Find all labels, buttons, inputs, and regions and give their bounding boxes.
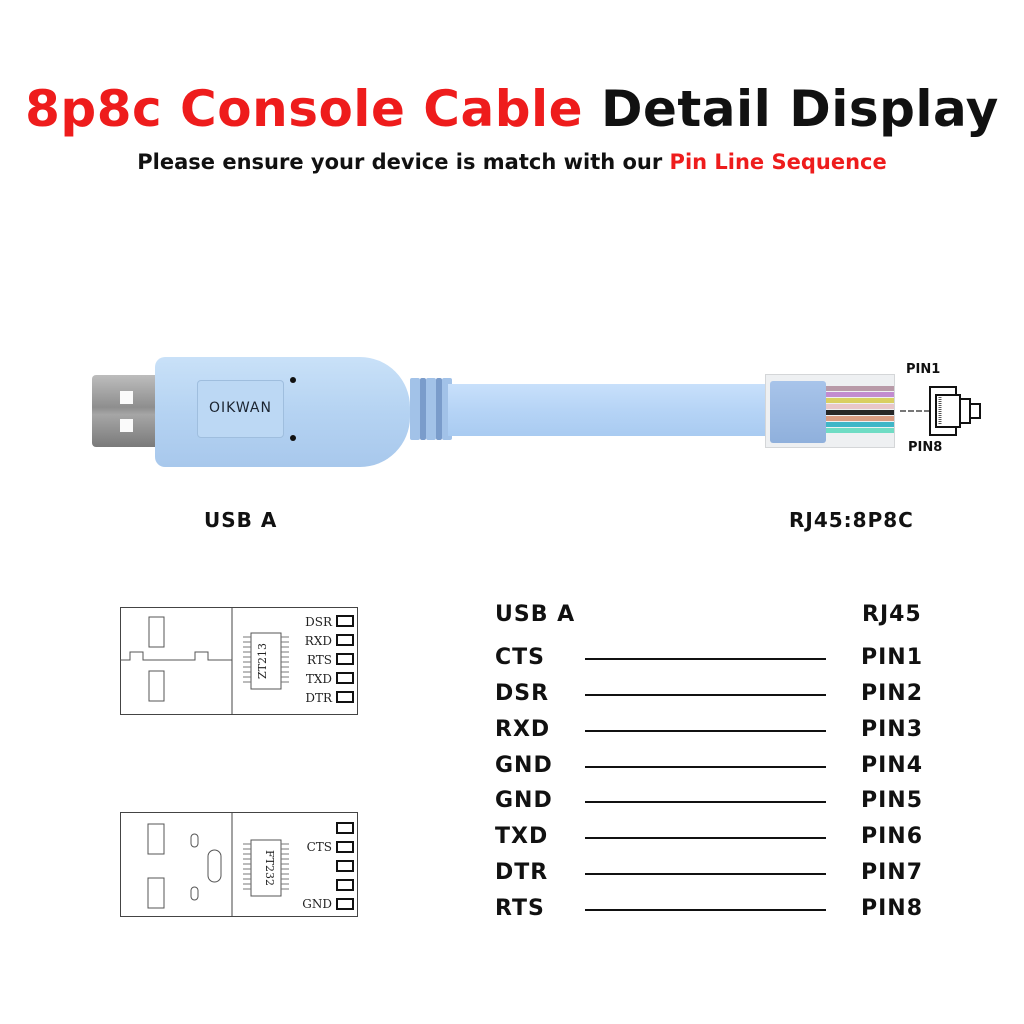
connection-line bbox=[585, 694, 826, 696]
rj45-pin: PIN3 bbox=[861, 717, 924, 742]
pinout-row: TXD PIN6 bbox=[0, 824, 1024, 854]
strain-relief-ring bbox=[442, 378, 452, 440]
pinout-row: DTR PIN7 bbox=[0, 860, 1024, 890]
rj45-boot bbox=[770, 381, 826, 443]
chip-label-zt213: ZT213 bbox=[256, 643, 269, 679]
pin-indicator-dash bbox=[900, 410, 930, 412]
rj45-pin: PIN6 bbox=[861, 824, 924, 849]
pinout-row: DSR PIN2 bbox=[0, 681, 1024, 711]
pcb-diagram-ft232: FT232 CTS GND bbox=[120, 812, 358, 917]
usb-plug-hole-bottom bbox=[120, 419, 133, 432]
pin1-label: PIN1 bbox=[906, 362, 941, 377]
subtitle-black-part: Please ensure your device is match with … bbox=[137, 150, 663, 174]
led-dot-top bbox=[290, 377, 296, 383]
chip-label-ft232: FT232 bbox=[263, 850, 276, 886]
usb-signal: RXD bbox=[495, 717, 551, 742]
pinout-row: RXD PIN3 bbox=[0, 717, 1024, 747]
usb-signal: RTS bbox=[495, 896, 545, 921]
usb-a-connector-label: USB A bbox=[204, 508, 278, 532]
pinout-left-header: USB A bbox=[495, 602, 576, 627]
wire-3 bbox=[826, 398, 894, 403]
wire-4 bbox=[826, 404, 894, 409]
usb-signal: GND bbox=[495, 753, 553, 778]
connection-line bbox=[585, 909, 826, 911]
usb-signal: TXD bbox=[495, 824, 549, 849]
wire-7 bbox=[826, 422, 894, 427]
rj45-pin: PIN8 bbox=[861, 896, 924, 921]
pinout-right-header: RJ45 bbox=[862, 602, 922, 627]
svg-text:RXD: RXD bbox=[305, 634, 332, 648]
rj45-jack-icon bbox=[929, 386, 981, 436]
brand-label-panel bbox=[197, 380, 284, 438]
svg-text:DTR: DTR bbox=[305, 691, 333, 705]
svg-text:DSR: DSR bbox=[305, 615, 333, 629]
connection-line bbox=[585, 873, 826, 875]
brand-logo: OIKWAN bbox=[209, 400, 272, 416]
svg-text:GND: GND bbox=[302, 897, 332, 911]
connection-line bbox=[585, 801, 826, 803]
rj45-pin: PIN5 bbox=[861, 788, 924, 813]
rj45-connector-label: RJ45:8P8C bbox=[789, 508, 914, 532]
rj45-pin: PIN2 bbox=[861, 681, 924, 706]
subtitle-red-part: Pin Line Sequence bbox=[669, 150, 887, 174]
strain-relief-ring bbox=[426, 378, 436, 440]
connection-line bbox=[585, 658, 826, 660]
flat-cable bbox=[448, 384, 773, 436]
wire-6 bbox=[826, 416, 894, 421]
usb-plug-hole-top bbox=[120, 391, 133, 404]
svg-text:CTS: CTS bbox=[307, 840, 332, 854]
led-dot-bottom bbox=[290, 435, 296, 441]
page-subtitle: Please ensure your device is match with … bbox=[0, 150, 1024, 174]
svg-text:TXD: TXD bbox=[306, 672, 332, 686]
svg-text:RTS: RTS bbox=[307, 653, 332, 667]
rj45-pin: PIN1 bbox=[861, 645, 924, 670]
title-black-part: Detail Display bbox=[600, 80, 999, 138]
wire-5 bbox=[826, 410, 894, 415]
usb-signal: CTS bbox=[495, 645, 545, 670]
wire-1 bbox=[826, 386, 894, 391]
usb-signal: GND bbox=[495, 788, 553, 813]
pinout-row: GND PIN5 bbox=[0, 788, 1024, 818]
connection-line bbox=[585, 730, 826, 732]
strain-relief-gap bbox=[420, 378, 426, 440]
usb-signal: DSR bbox=[495, 681, 550, 706]
strain-relief-gap bbox=[436, 378, 442, 440]
connection-line bbox=[585, 766, 826, 768]
rj45-pin: PIN7 bbox=[861, 860, 924, 885]
usb-a-plug bbox=[92, 375, 164, 447]
wire-8 bbox=[826, 428, 894, 433]
pinout-row: RTS PIN8 bbox=[0, 896, 1024, 926]
pinout-row: GND PIN4 bbox=[0, 753, 1024, 783]
pinout-row: CTS PIN1 bbox=[0, 645, 1024, 675]
strain-relief-ring bbox=[410, 378, 420, 440]
page-title: 8p8c Console Cable Detail Display bbox=[0, 80, 1024, 138]
connection-line bbox=[585, 837, 826, 839]
pcb-diagram-zt213: ZT213 DSR RXD RTS TXD DTR bbox=[120, 607, 358, 715]
usb-signal: DTR bbox=[495, 860, 549, 885]
rj45-pin: PIN4 bbox=[861, 753, 924, 778]
pin8-label: PIN8 bbox=[908, 440, 943, 455]
title-red-part: 8p8c Console Cable bbox=[25, 80, 584, 138]
wire-2 bbox=[826, 392, 894, 397]
